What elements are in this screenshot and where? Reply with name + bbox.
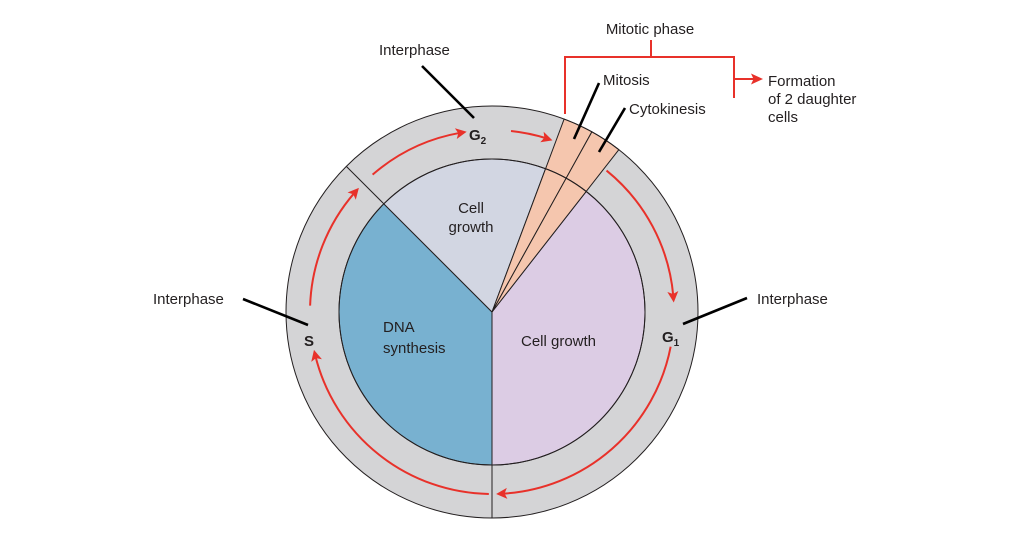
cycle-arrow-head-5	[496, 487, 508, 499]
mitosis-leader	[572, 82, 601, 140]
interphase-left-leader	[242, 297, 309, 327]
g2-inner-label-line1: Cell	[458, 200, 484, 217]
cycle-arrow-head-2	[454, 128, 467, 140]
cycle-arrow-head-1	[347, 187, 359, 200]
cycle-arrow-0	[314, 356, 489, 495]
cycle-arrow-2	[371, 131, 461, 176]
s-phase-label: S	[304, 333, 314, 350]
cycle-arrows	[309, 128, 679, 499]
formation-arrow-head	[751, 73, 763, 85]
interphase-top-leader	[421, 65, 475, 119]
interphase-right-label: Interphase	[757, 291, 828, 308]
mitotic-phase-label: Mitotic phase	[606, 21, 694, 38]
g2-phase-label: G2	[469, 127, 487, 147]
ring-dividers	[345, 165, 493, 518]
mitosis-label: Mitosis	[603, 72, 650, 89]
cycle-arrow-4	[605, 169, 675, 296]
cycle-arrow-1	[309, 192, 356, 306]
g2-inner-label-line2: growth	[448, 219, 493, 236]
g1-inner-label: Cell growth	[521, 333, 596, 350]
cycle-arrow-head-4	[667, 291, 679, 303]
cytokinesis-label: Cytokinesis	[629, 101, 706, 118]
g1-phase-label: G1	[662, 329, 680, 349]
cycle-arrow-head-3	[540, 131, 553, 143]
interphase-top-label: Interphase	[379, 42, 450, 59]
mitotic-phase-bracket	[564, 40, 763, 114]
interphase-right-leader	[682, 296, 748, 326]
s-inner-label-line1: DNA	[383, 319, 415, 336]
divider-s-g2	[345, 165, 385, 205]
inner-pie	[338, 158, 646, 466]
s-inner-label-line2: synthesis	[383, 340, 446, 357]
formation-label-line3: cells	[768, 109, 798, 126]
formation-label-line2: of 2 daughter	[768, 91, 856, 108]
cytokinesis-leader	[597, 107, 627, 153]
cycle-arrow-head-0	[311, 349, 322, 362]
interphase-left-label: Interphase	[153, 291, 224, 308]
cycle-arrow-5	[502, 346, 672, 495]
formation-label-line1: Formation	[768, 73, 836, 90]
